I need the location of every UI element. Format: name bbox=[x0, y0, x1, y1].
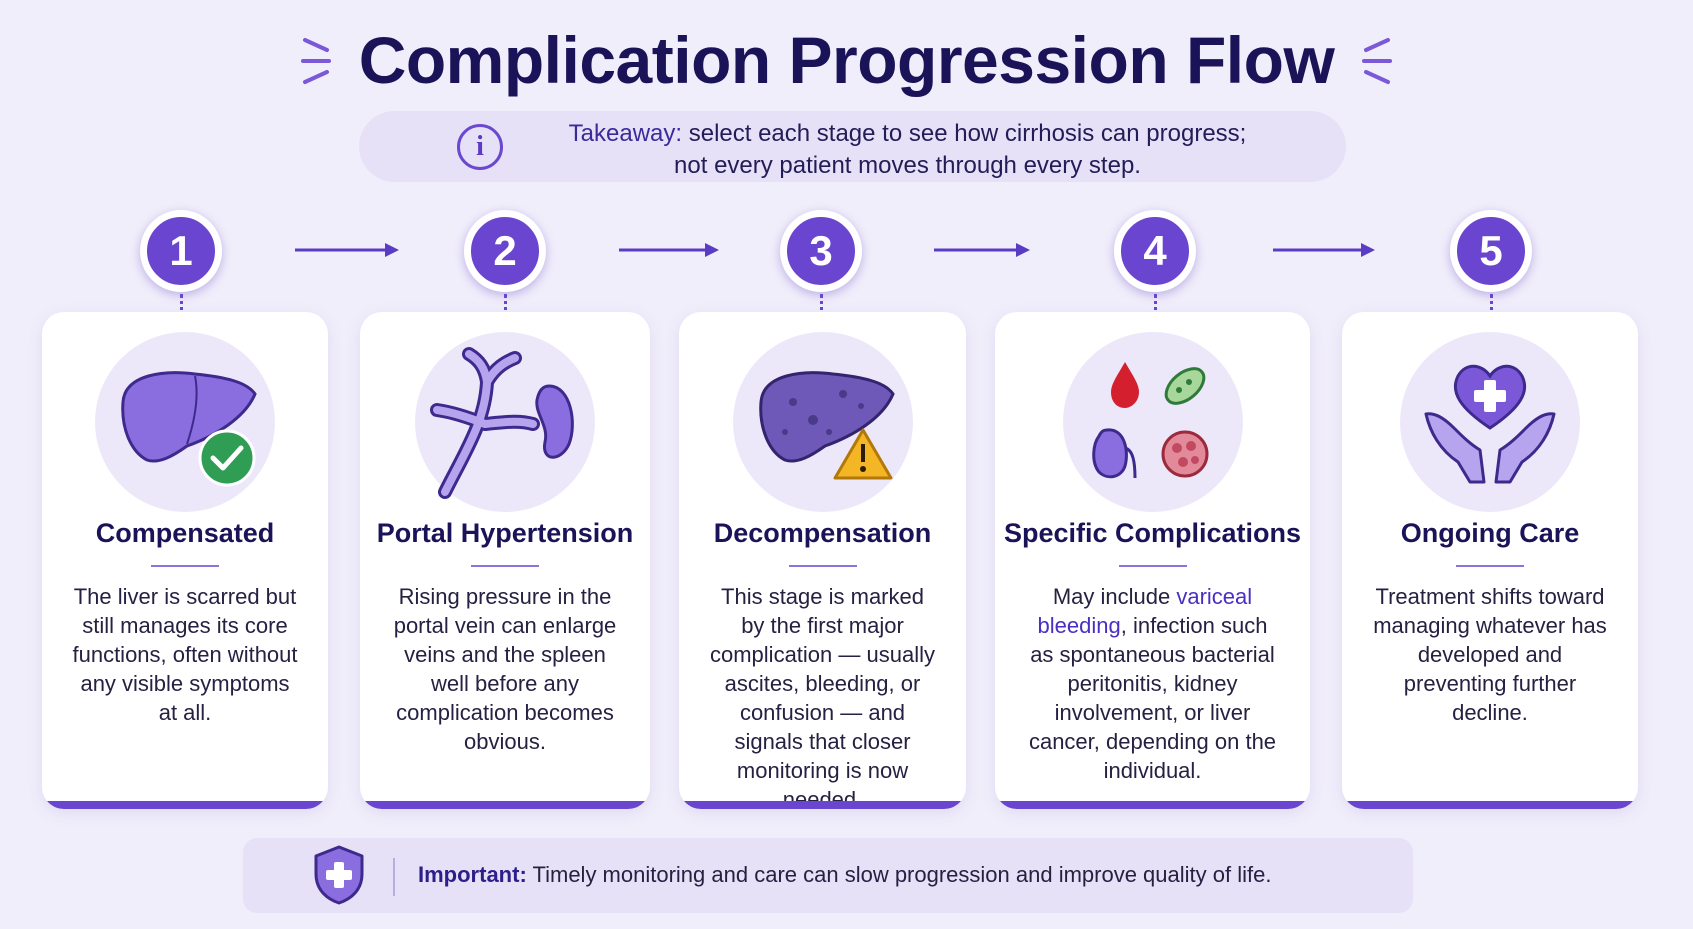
card-title: Portal Hypertension bbox=[376, 518, 634, 548]
arrow-right-icon bbox=[619, 243, 719, 257]
card-title: Decompensation bbox=[713, 518, 932, 548]
stage-5-badge[interactable]: 5 bbox=[1450, 210, 1532, 292]
healthy-liver-check-icon bbox=[121, 371, 257, 487]
arrow-right-icon bbox=[295, 243, 399, 257]
important-banner: Important: Timely monitoring and care ca… bbox=[243, 838, 1413, 913]
body-prefix: May include bbox=[1052, 584, 1177, 609]
connector-dots bbox=[820, 294, 823, 324]
stage-1-badge[interactable]: 1 bbox=[140, 210, 222, 292]
important-label: Important: bbox=[418, 862, 527, 887]
stage-4-badge[interactable]: 4 bbox=[1114, 210, 1196, 292]
divider bbox=[1456, 565, 1524, 567]
page-title: Complication Progression Flow bbox=[358, 23, 1335, 97]
stage-card-decompensation[interactable]: Decompensation This stage is marked by t… bbox=[679, 312, 966, 809]
connector-dots bbox=[504, 294, 507, 324]
divider bbox=[788, 565, 857, 567]
important-message: Timely monitoring and care can slow prog… bbox=[532, 862, 1272, 887]
caring-hands-heart-icon bbox=[1424, 364, 1556, 484]
divider bbox=[151, 565, 219, 567]
info-icon: i bbox=[457, 124, 503, 170]
takeaway-text: Takeaway: select each stage to see how c… bbox=[509, 118, 1306, 182]
stage-card-compensated[interactable]: Compensated The liver is scarred but sti… bbox=[42, 312, 328, 809]
card-description: Rising pressure in the portal vein can e… bbox=[393, 584, 617, 754]
takeaway-label: Takeaway: bbox=[568, 120, 683, 147]
complications-cluster-icon bbox=[1091, 362, 1208, 479]
illustration bbox=[95, 332, 275, 512]
card-description: This stage is marked by the first major … bbox=[710, 584, 935, 809]
divider bbox=[393, 858, 395, 896]
arrow-right-icon bbox=[1273, 243, 1375, 257]
card-title: Ongoing Care bbox=[1400, 518, 1580, 548]
portal-vein-spleen-icon bbox=[430, 347, 574, 499]
takeaway-banner: i Takeaway: select each stage to see how… bbox=[359, 111, 1346, 182]
divider bbox=[1118, 565, 1187, 567]
body-suffix: , infection such as spontaneous bacteria… bbox=[1028, 613, 1277, 783]
takeaway-line-1: select each stage to see how cirrhosis c… bbox=[688, 120, 1247, 147]
illustration bbox=[1400, 332, 1580, 512]
left-sparkle-icon bbox=[300, 38, 331, 84]
card-description: Treatment shifts toward managing whateve… bbox=[1373, 584, 1607, 725]
stage-card-portal-hypertension[interactable]: Portal Hypertension Rising pressure in t… bbox=[360, 312, 650, 809]
connector-dots bbox=[1490, 294, 1493, 324]
variceal-bleeding-link[interactable]: variceal bleeding bbox=[1037, 584, 1253, 638]
stage-card-ongoing-care[interactable]: Ongoing Care Treatment shifts toward man… bbox=[1342, 312, 1638, 809]
illustration bbox=[415, 332, 595, 512]
card-title: Specific Complications bbox=[1003, 518, 1302, 548]
illustration bbox=[732, 332, 913, 512]
connector-dots bbox=[1154, 294, 1157, 324]
important-text: Important: Timely monitoring and care ca… bbox=[418, 862, 1271, 888]
header: Complication Progression Flow bbox=[0, 22, 1693, 98]
damaged-liver-warning-icon bbox=[758, 371, 895, 480]
right-sparkle-icon bbox=[1362, 38, 1393, 84]
divider bbox=[471, 565, 539, 567]
card-description: The liver is scarred but still manages i… bbox=[72, 584, 298, 725]
stage-card-specific-complications[interactable]: Specific Complications May include varic… bbox=[995, 312, 1310, 809]
stage-2-badge[interactable]: 2 bbox=[464, 210, 546, 292]
card-description: May include variceal bleeding, infection… bbox=[1023, 582, 1282, 785]
illustration bbox=[1062, 332, 1243, 512]
connector-dots bbox=[180, 294, 183, 324]
card-title: Compensated bbox=[95, 518, 275, 548]
takeaway-line-2: not every patient moves through every st… bbox=[674, 152, 1141, 179]
stage-3-badge[interactable]: 3 bbox=[780, 210, 862, 292]
arrow-right-icon bbox=[934, 243, 1030, 257]
shield-plus-icon bbox=[314, 845, 364, 905]
